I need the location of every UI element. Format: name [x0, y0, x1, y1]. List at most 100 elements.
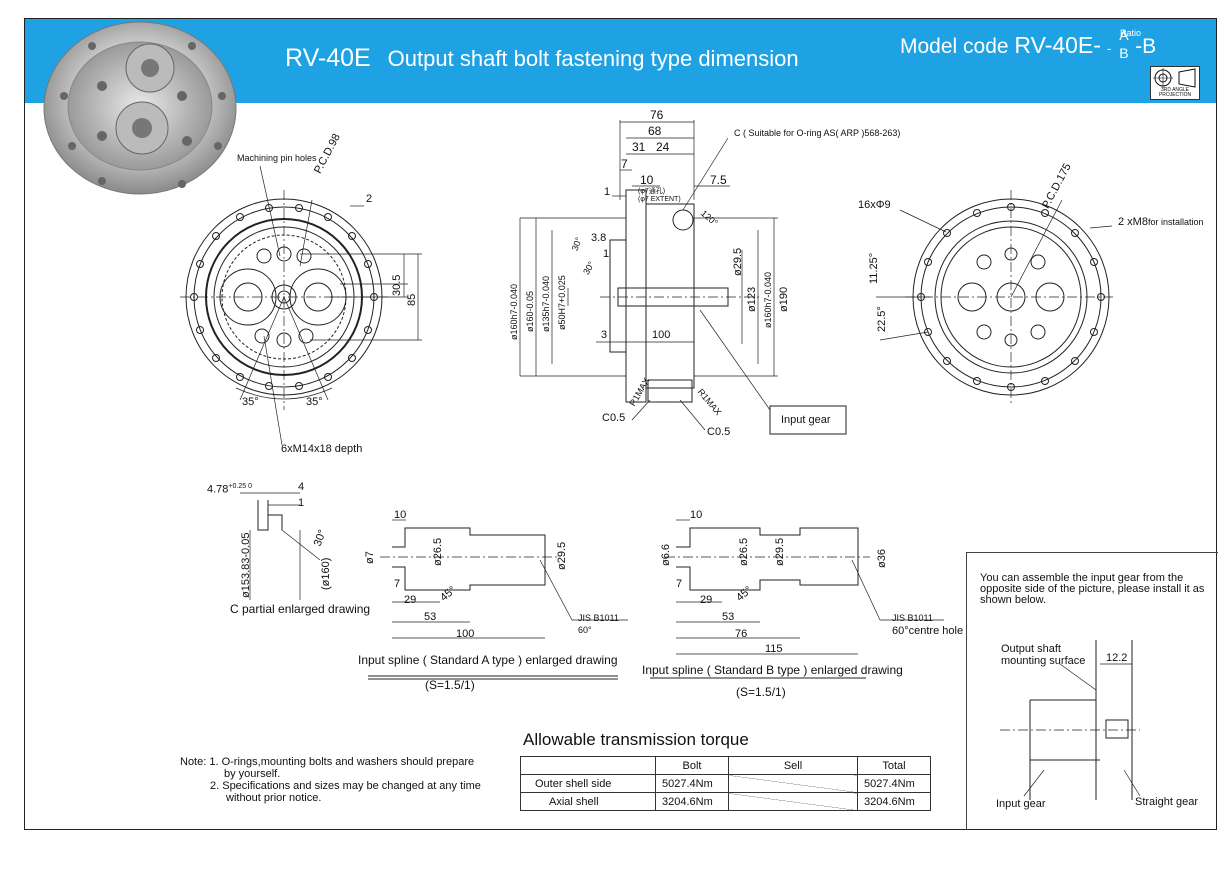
- phi190-label: ø190: [778, 286, 790, 312]
- spline-a-dim-7: 7: [394, 578, 401, 590]
- spline-a-jis-angle: 60°: [578, 625, 592, 635]
- spline-b-dim-115: 115: [765, 643, 783, 655]
- torque-header-total: Total: [857, 756, 931, 775]
- dim-7-5-label: 7.5: [710, 173, 727, 187]
- bolt-hole: [324, 373, 332, 381]
- rear-holes-label: 16xΦ9: [858, 199, 891, 211]
- leader-mounting: [1059, 663, 1097, 691]
- spline-b-phi6-6: ø6.6: [660, 543, 672, 566]
- bolt-hole: [364, 260, 372, 268]
- rear-pin: [976, 254, 992, 270]
- bolt-hole: [212, 232, 220, 240]
- dim-85-label: 85: [406, 293, 418, 306]
- leader-tap: [1089, 225, 1113, 229]
- rear-tap-note: for installation: [1147, 217, 1204, 227]
- section-hub: [609, 239, 627, 353]
- torque-header-blank: [520, 756, 656, 775]
- dim-3-label: 3: [601, 329, 608, 341]
- leader-jis-b: [851, 559, 881, 621]
- bolt-hole: [196, 260, 204, 268]
- spline-a-jis: JIS B1011: [578, 613, 619, 623]
- phi7-extent-label: (φ7 EXTENT): [638, 196, 681, 203]
- bolt-hole: [973, 377, 981, 385]
- rear-tap-label: 2 xM8for installation: [1118, 216, 1204, 228]
- bolt-hole: [973, 209, 981, 217]
- mounting-surface-label: Output shaft mounting surface: [1001, 643, 1086, 667]
- spline-b-phi29-5: ø29.5: [774, 537, 786, 566]
- leader-input-gear-inset: [1023, 769, 1045, 797]
- section-flange-left: [625, 189, 647, 403]
- model-prefix: Model code: [900, 35, 1009, 58]
- angle-right-label: 35°: [306, 396, 323, 408]
- angle-arc: [235, 387, 333, 400]
- note-line-1: Note: 1. O-rings,mounting bolts and wash…: [180, 756, 475, 768]
- c-dim-4-label: 4: [298, 481, 305, 493]
- model-suffix-b: B: [1119, 45, 1129, 62]
- input-gear-box: [769, 405, 847, 435]
- torque-row-total: 5027.4Nm: [857, 774, 931, 793]
- bolt-hole: [324, 213, 332, 221]
- dim-100-label: 100: [652, 329, 671, 341]
- bolt-hole: [1090, 258, 1098, 266]
- leader-note-c: [682, 137, 729, 211]
- straight-gear-label: Straight gear: [1135, 796, 1198, 808]
- torque-row-label: Axial shell: [520, 792, 656, 811]
- page-title: RV-40E Output shaft bolt fastening type …: [285, 44, 799, 73]
- dim-1-label: 1: [604, 186, 611, 198]
- note-line-4: without prior notice.: [226, 792, 322, 804]
- note-line-3: 2. Specifications and sizes may be chang…: [210, 780, 481, 792]
- torque-header-row: Bolt Sell Total: [520, 756, 931, 775]
- leader-c05-left: [631, 399, 651, 421]
- c-phi153-label: ø153.83-0.05: [240, 532, 252, 598]
- torque-row-label: Outer shell side: [520, 774, 656, 793]
- torque-row-sell: [728, 792, 858, 811]
- spline-b-outline: [676, 527, 859, 591]
- spline-b-phi26-5: ø26.5: [738, 537, 750, 566]
- dim-3-8-label: 3.8: [591, 232, 607, 244]
- bolt-hole: [1090, 328, 1098, 336]
- spline-b-jis-note: 60°centre hole: [892, 625, 964, 637]
- bolt-hole: [295, 382, 303, 390]
- front-view: [180, 165, 422, 446]
- c-dim-1-label: 1: [298, 497, 305, 509]
- spline-a-dim-29: 29: [404, 594, 417, 606]
- dim-12-2-label: 12.2: [1106, 652, 1128, 664]
- spline-a-dim-100: 100: [456, 628, 475, 640]
- drawing-frame: [24, 18, 1217, 830]
- dim-68-label: 68: [648, 124, 662, 138]
- dim-2-label: 2: [366, 193, 373, 205]
- angle-left-label: 35°: [242, 396, 259, 408]
- spline-b-dim-7: 7: [676, 578, 683, 590]
- bolt-hole: [265, 204, 273, 212]
- pin-hole: [298, 328, 314, 344]
- phi29-5-label: ø29.5: [732, 247, 744, 276]
- section-body: [645, 203, 695, 389]
- leader-jis-a: [539, 559, 573, 621]
- table-row: Axial shell 3204.6Nm 3204.6Nm: [520, 792, 931, 811]
- dim-7-label: 7: [621, 157, 628, 171]
- torque-row-sell: [728, 774, 858, 793]
- torque-row-bolt: 3204.6Nm: [655, 792, 729, 811]
- spline-b-dim-10: 10: [690, 509, 703, 521]
- side-inset-drawing: [1000, 640, 1141, 800]
- bolt-hole: [943, 229, 951, 237]
- c-groove: [257, 500, 269, 531]
- title-text: Output shaft bolt fastening type dimensi…: [387, 46, 799, 71]
- key-slot: [1105, 719, 1129, 739]
- phi160b-label: ø160-0.05: [525, 290, 535, 332]
- c05-left-label: C0.5: [602, 412, 626, 424]
- tapped-holes-label: 6xM14x18 depth: [281, 443, 363, 455]
- c-chamfer: [281, 529, 321, 561]
- pin-hole: [256, 248, 272, 264]
- projection-label: 3RD ANGLE PROJECTION: [1158, 87, 1192, 98]
- leader-input-gear: [699, 309, 771, 411]
- machining-pin-holes-label: Machining pin holes: [237, 153, 317, 163]
- spline-b-caption: Input spline ( Standard B type ) enlarge…: [642, 663, 903, 677]
- model-code: Model code RV-40E- Ratio - A B -B: [900, 27, 1157, 62]
- phi123-label: ø123: [746, 286, 758, 312]
- side-note-box: [966, 552, 1218, 830]
- ratio-label: Ratio: [1120, 28, 1142, 38]
- bolt-hole: [348, 354, 356, 362]
- spline-a-outline: [392, 527, 546, 591]
- spline-a-ratio: (S=1.5/1): [425, 678, 475, 692]
